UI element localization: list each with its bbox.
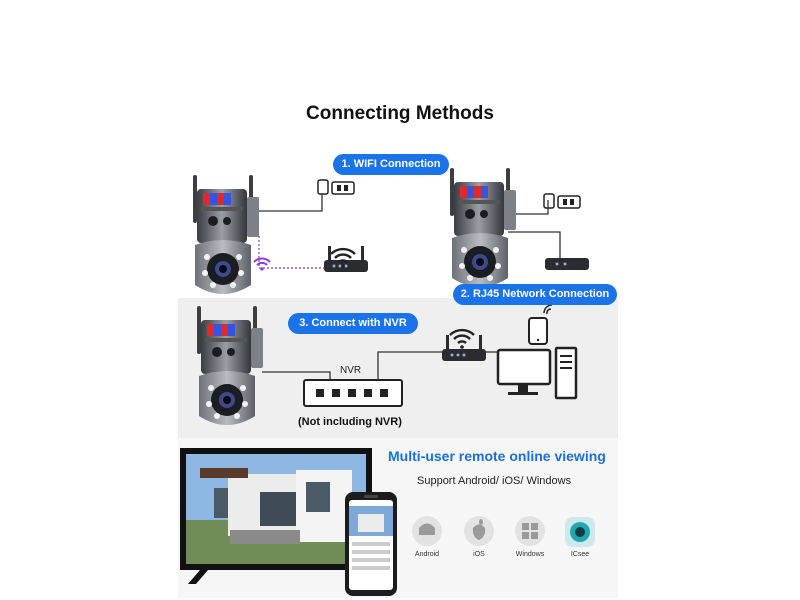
windows-label: Windows (515, 551, 545, 558)
remote-viewing-heading: Multi-user remote online viewing (388, 448, 606, 464)
phone-app-mockup (345, 492, 397, 596)
smartphone-icon (528, 304, 553, 345)
camera-nvr (197, 306, 263, 425)
page-title: Connecting Methods (306, 103, 494, 124)
camera-wifi (193, 175, 259, 294)
tv-monitor-icon (180, 448, 372, 584)
power-adapter-icon (317, 179, 355, 195)
nvr-device-label: NVR (340, 365, 362, 376)
wifi-connection-label: 1. WIFI Connection (333, 154, 449, 175)
camera-rj45 (450, 168, 516, 287)
icsee-label: ICsee (570, 551, 590, 558)
icsee-icon (565, 517, 595, 547)
android-label: Android (414, 551, 440, 558)
ethernet-router-icon (545, 258, 589, 270)
ios-icon (464, 516, 494, 546)
windows-icon (515, 516, 545, 546)
power-adapter-icon (543, 193, 581, 209)
ios-label: iOS (473, 551, 485, 558)
nvr-note: (Not including NVR) (298, 416, 402, 428)
wifi-signal-icon (253, 257, 271, 271)
android-icon (412, 516, 442, 546)
nvr-switch-icon (303, 379, 403, 407)
nvr-connection-label: 3. Connect with NVR (288, 313, 418, 334)
rj45-connection-label: 2. RJ45 Network Connection (453, 284, 617, 305)
nvr-router-icon (442, 335, 486, 361)
desktop-computer-icon (496, 346, 578, 400)
platform-support-text: Support Android/ iOS/ Windows (417, 475, 572, 487)
